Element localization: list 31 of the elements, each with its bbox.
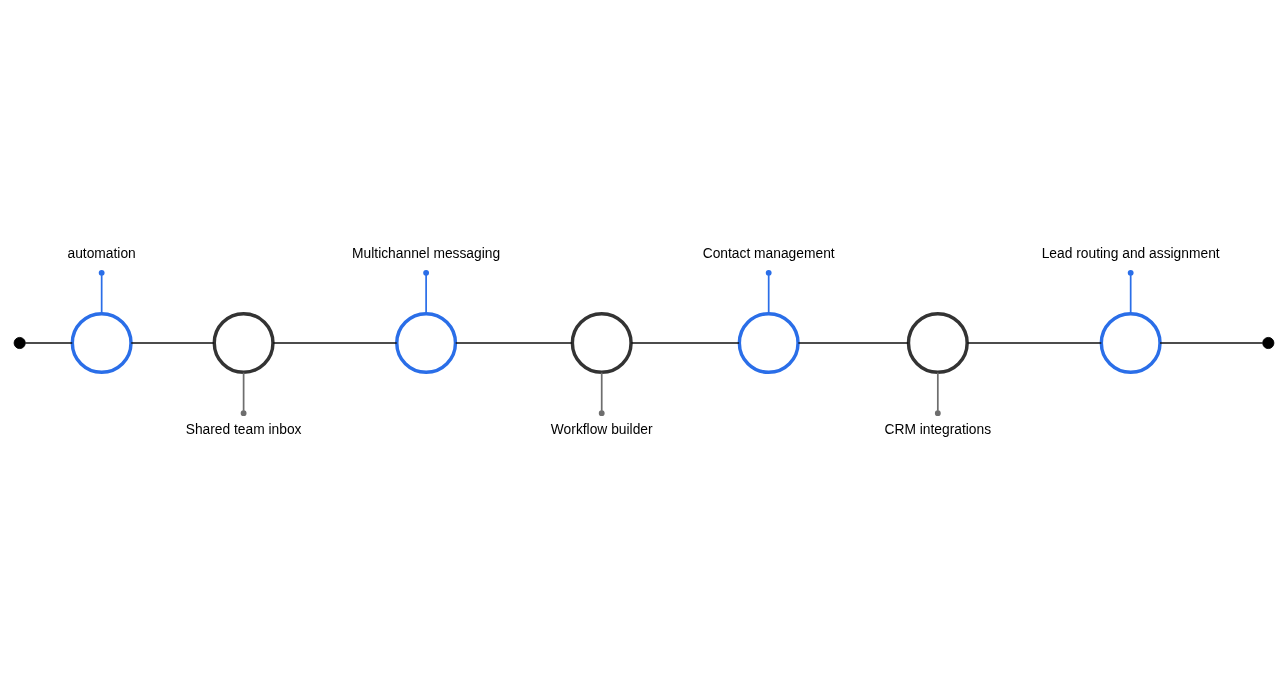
node-circle [212, 311, 275, 375]
connector [454, 342, 573, 344]
node-circle [70, 311, 133, 375]
connector [98, 269, 105, 315]
connector [598, 371, 605, 417]
node-circle [1262, 336, 1275, 350]
connector [966, 342, 1103, 344]
node-circle [737, 311, 800, 375]
node-text: CRM integrations [884, 422, 992, 438]
node-text: Multichannel messaging [352, 246, 501, 262]
connector [630, 342, 740, 344]
node-text: Lead routing and assignment [1041, 246, 1220, 262]
connector [240, 371, 247, 417]
connector [797, 342, 910, 344]
node-circle [1099, 311, 1162, 375]
node-text: Shared team inbox [185, 422, 302, 438]
connector [423, 269, 430, 315]
node-circle [13, 336, 26, 350]
node-circle [570, 311, 633, 375]
connector [765, 269, 772, 315]
connector [130, 342, 215, 344]
node-circle [906, 311, 969, 375]
connector [934, 371, 941, 417]
connector [272, 342, 398, 344]
node-text: Contact management [702, 246, 835, 262]
connector [1127, 269, 1134, 315]
node-text: Workflow builder [550, 422, 653, 438]
node-text: automation [67, 246, 136, 262]
connector [24, 342, 74, 344]
node-circle [395, 311, 458, 375]
connector [1159, 342, 1264, 344]
